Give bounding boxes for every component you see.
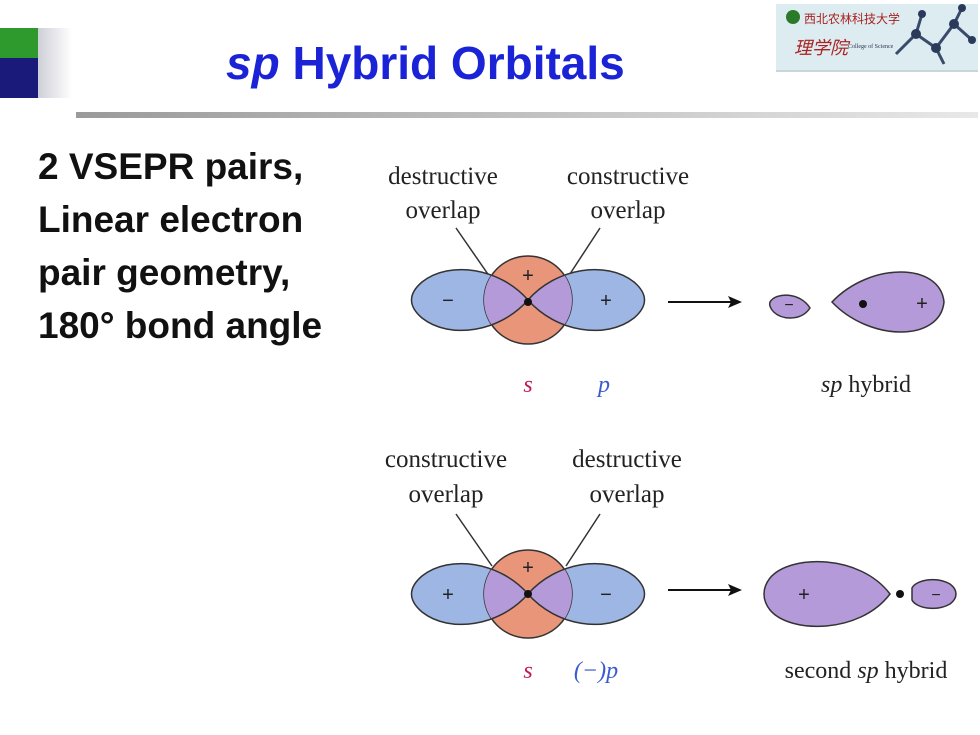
- logo-college-english: College of Science: [848, 44, 894, 50]
- text-line-2: Linear electron: [38, 199, 304, 240]
- top-hybrid-big-lobe: [830, 271, 945, 333]
- text-line-4: 180° bond angle: [38, 305, 323, 346]
- bottom-label-right-1: destructive: [572, 446, 682, 473]
- top-hybrid-small-sign: −: [784, 297, 793, 314]
- top-sign-left: −: [442, 290, 454, 312]
- top-hybrid: [768, 271, 945, 333]
- top-overlap-right: [527, 268, 572, 332]
- top-hybrid-label: sp hybrid: [821, 372, 911, 398]
- top-pointer-left: [455, 227, 493, 281]
- top-label-left-1: destructive: [388, 163, 498, 190]
- logo-college-name: 理学院: [794, 38, 848, 58]
- corner-green-block: [0, 28, 38, 58]
- bottom-hybrid: [763, 560, 957, 628]
- top-s-label: s: [523, 372, 532, 398]
- corner-fade-block: [38, 28, 72, 98]
- slide-title: sp Hybrid Orbitals: [226, 36, 625, 90]
- bottom-hybrid-label: second sp hybrid: [785, 658, 948, 684]
- vsepr-description: 2 VSEPR pairs, Linear electron pair geom…: [38, 140, 322, 352]
- bottom-hybrid-big-lobe: [763, 560, 891, 628]
- top-hybrid-big-sign: +: [916, 293, 928, 315]
- top-label-right-2: overlap: [591, 197, 666, 224]
- top-nucleus: [524, 298, 532, 306]
- corner-navy-block: [0, 58, 38, 98]
- bottom-hybrid-small-sign: −: [931, 587, 940, 604]
- bottom-p-label: (−)p: [574, 658, 618, 684]
- bottom-nucleus: [524, 590, 532, 598]
- bottom-label-left-1: constructive: [385, 446, 507, 473]
- bottom-label-left-2: overlap: [409, 481, 484, 508]
- bottom-labels: constructive overlap destructive overlap: [385, 446, 682, 508]
- bottom-overlap-left: [484, 562, 529, 626]
- bottom-overlap-right: [527, 562, 572, 626]
- title-rest: Hybrid Orbitals: [279, 37, 625, 89]
- bottom-sign-center: +: [522, 557, 534, 579]
- top-arrow: [668, 296, 742, 308]
- bottom-label-right-2: overlap: [590, 481, 665, 508]
- title-sp: sp: [226, 37, 280, 89]
- college-logo: 西北农林科技大学 理学院 College of Science: [776, 4, 978, 72]
- top-label-right-1: constructive: [567, 163, 689, 190]
- title-underline: [76, 112, 978, 118]
- top-sign-center: +: [522, 265, 534, 287]
- top-sign-right: +: [600, 290, 612, 312]
- text-line-3: pair geometry,: [38, 252, 291, 293]
- bottom-orbitals: [410, 549, 646, 639]
- bottom-sign-left: +: [442, 584, 454, 606]
- bottom-hybrid-label-rest: hybrid: [879, 658, 948, 684]
- text-line-1: 2 VSEPR pairs,: [38, 146, 304, 187]
- bottom-hybrid-big-sign: +: [798, 584, 810, 606]
- bottom-pointer-left: [455, 513, 493, 567]
- bottom-arrow: [668, 584, 742, 596]
- bottom-s-label: s: [523, 658, 532, 684]
- top-hybrid-label-sp: sp: [821, 372, 842, 398]
- top-hybrid-label-rest: hybrid: [842, 372, 911, 398]
- molecule-model-icon: [894, 4, 976, 65]
- bottom-hybrid-small-lobe: [911, 578, 957, 610]
- top-hybrid-small-lobe: [768, 294, 811, 319]
- top-overlap-left: [484, 268, 529, 332]
- bottom-hybrid-label-sp: sp: [857, 658, 878, 684]
- top-labels: destructive overlap constructive overlap: [388, 163, 689, 224]
- logo-university-name: 西北农林科技大学: [804, 12, 901, 26]
- top-pointer-right: [565, 227, 601, 281]
- logo-emblem-icon: [786, 10, 800, 24]
- top-label-left-2: overlap: [406, 197, 481, 224]
- bottom-hybrid-nucleus: [896, 590, 904, 598]
- bottom-hybrid-label-pre: second: [785, 658, 858, 684]
- bottom-pointer-right: [565, 513, 601, 567]
- top-p-label: p: [596, 372, 610, 398]
- top-hybrid-nucleus: [859, 300, 867, 308]
- bottom-sign-right: −: [600, 584, 612, 606]
